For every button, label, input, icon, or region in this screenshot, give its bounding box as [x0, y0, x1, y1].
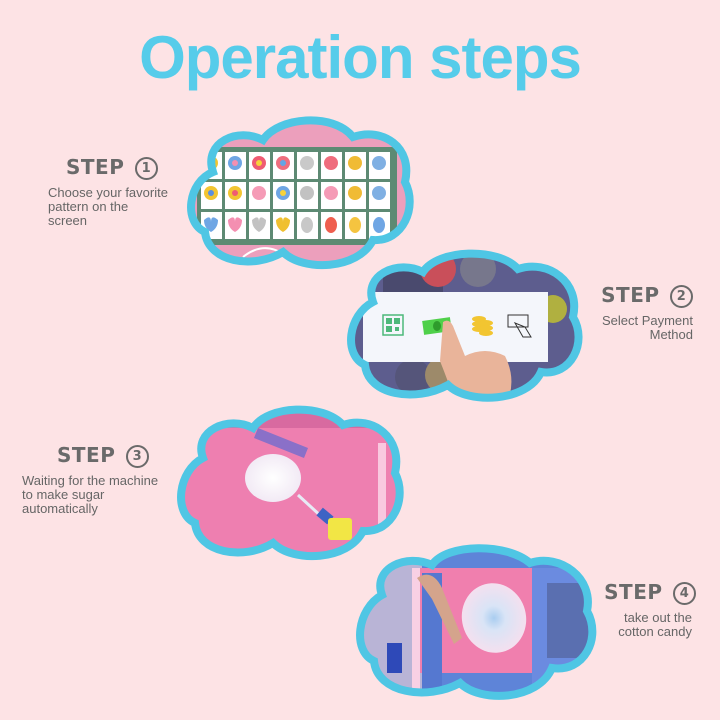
desc-line: Select Payment [601, 313, 693, 328]
step-4-text: STEP 4 take out the cotton candy [590, 580, 696, 639]
desc-line: Waiting for the machine [22, 473, 159, 488]
pattern-grid [201, 152, 390, 239]
step-4-description: take out the cotton candy [590, 611, 696, 639]
step-label: STEP [601, 283, 660, 307]
desc-line: Method [649, 327, 693, 342]
step-2-text: STEP 2 Select Payment Method [575, 283, 693, 342]
step-2-heading: STEP 2 [575, 283, 693, 308]
step-number-badge: 3 [125, 445, 149, 468]
coins-icon [472, 316, 493, 336]
desc-line: Choose your favorite [48, 185, 168, 200]
step-label: STEP [57, 443, 116, 467]
step-2-image [343, 247, 588, 407]
step-number-badge: 2 [670, 285, 693, 308]
desc-line: take out the [624, 610, 692, 625]
step-label: STEP [604, 580, 663, 604]
card-icon [507, 314, 532, 338]
desc-line: screen [48, 213, 88, 228]
step-3-text: STEP 3 Waiting for the machine to make s… [22, 443, 182, 516]
step-3-heading: STEP 3 [22, 443, 182, 468]
step-label: STEP [66, 155, 125, 179]
step-1-description: Choose your favorite pattern on the scre… [48, 186, 188, 228]
step-4-heading: STEP 4 [590, 580, 696, 605]
step-1-heading: STEP 1 [48, 155, 188, 180]
desc-line: automatically [22, 501, 98, 516]
step-number-badge: 1 [134, 157, 158, 180]
step-1-image [183, 112, 418, 277]
qr-code-icon [382, 314, 404, 336]
step-2-description: Select Payment Method [575, 314, 693, 342]
desc-line: cotton candy [618, 624, 692, 639]
step-3-description: Waiting for the machine to make sugar au… [22, 474, 182, 516]
desc-line: to make sugar [22, 487, 105, 502]
step-3-image [173, 403, 408, 568]
step-1-text: STEP 1 Choose your favorite pattern on t… [48, 155, 188, 228]
desc-line: pattern on the [48, 199, 129, 214]
step-number-badge: 4 [673, 582, 696, 605]
step-4-image [352, 543, 602, 708]
page-title: Operation steps [139, 24, 582, 91]
